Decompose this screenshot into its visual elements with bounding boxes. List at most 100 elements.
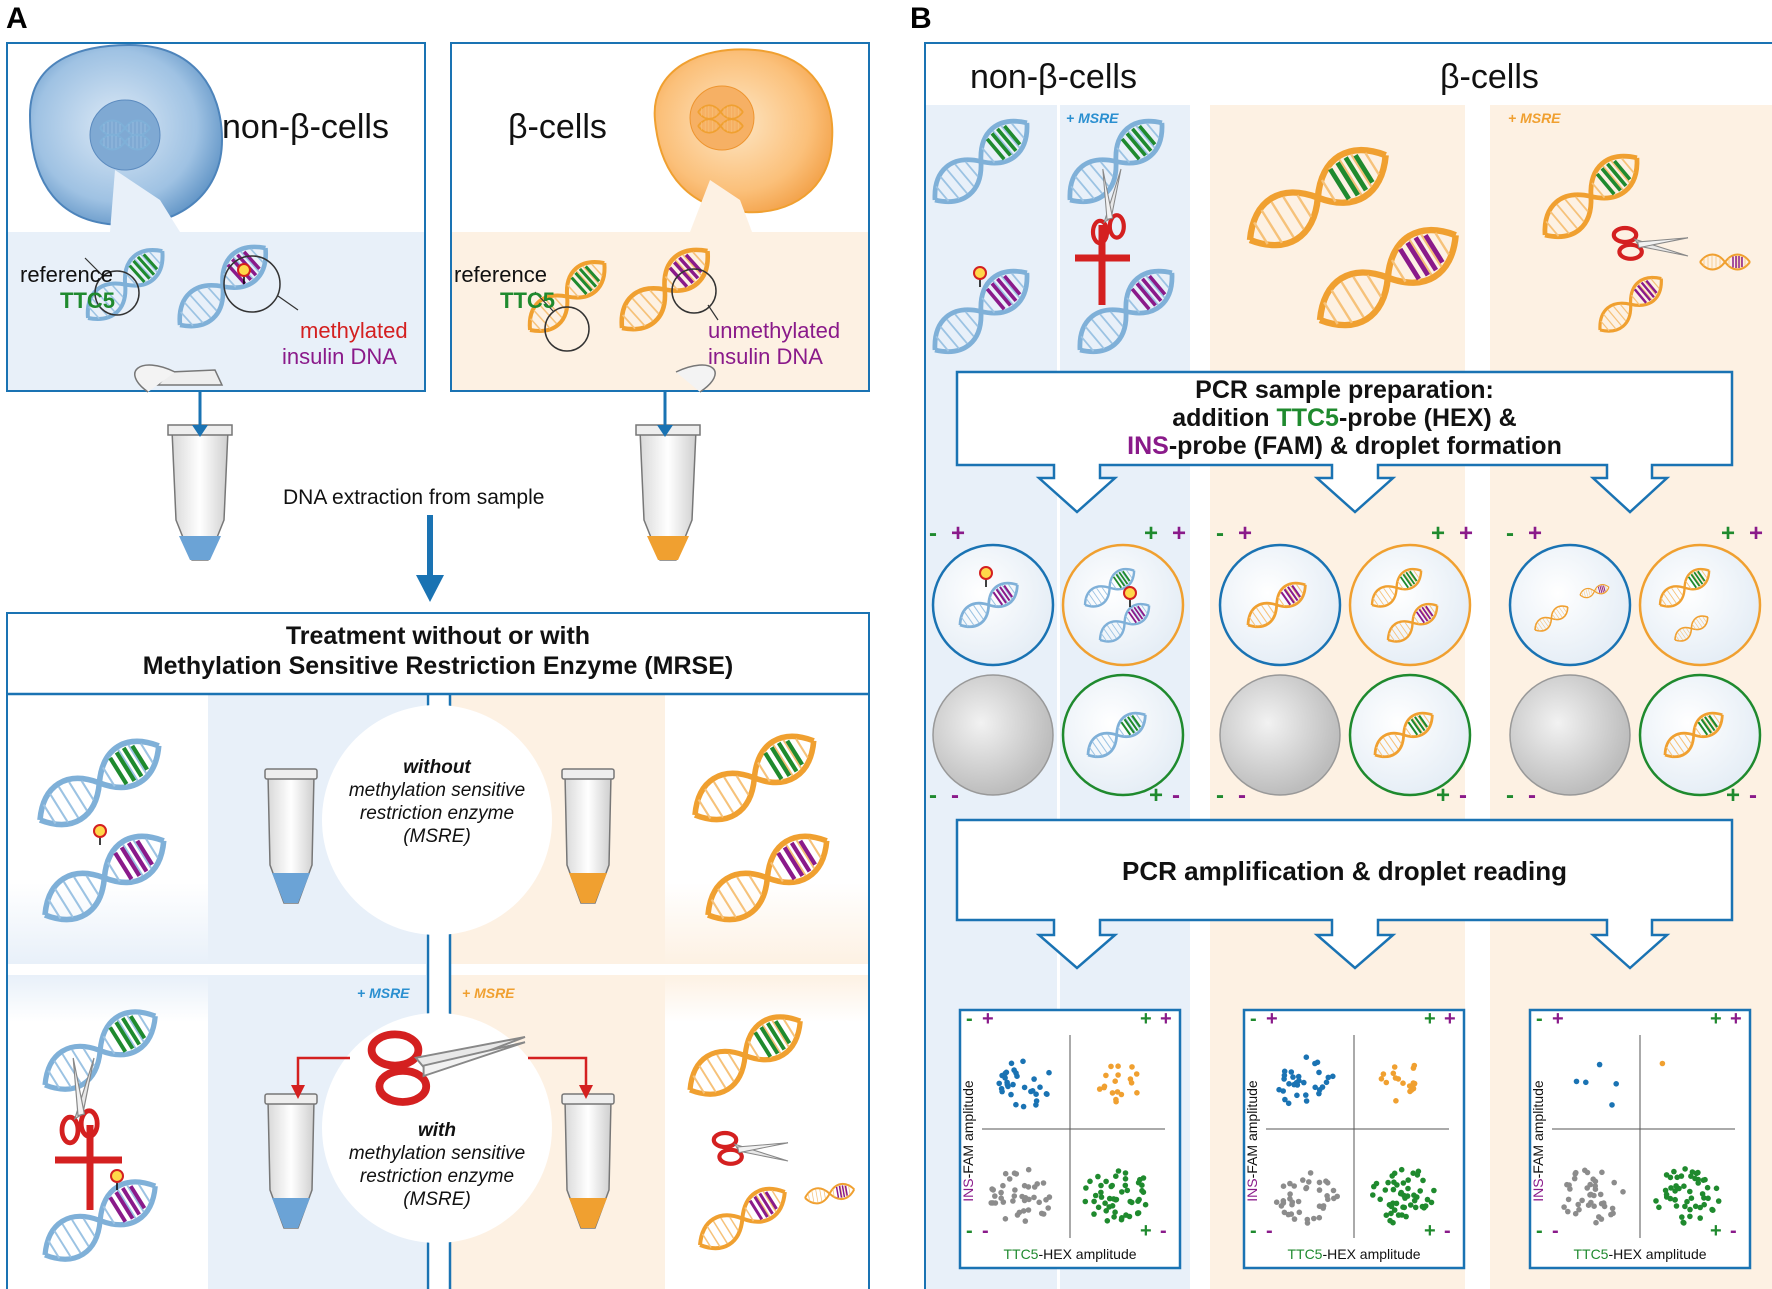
scatter-point	[1431, 1187, 1437, 1194]
scatter-point	[1112, 1078, 1118, 1084]
sign-tl-minus-2: -	[1506, 520, 1514, 547]
scatter-point	[1306, 1179, 1312, 1185]
scatter-point	[1407, 1088, 1413, 1095]
scatter-point	[1390, 1070, 1397, 1077]
scatter-point	[1303, 1184, 1310, 1191]
scatter-point	[1656, 1204, 1662, 1211]
scatter-point	[1025, 1166, 1032, 1173]
scatter-point	[1428, 1199, 1435, 1206]
b-nonbeta-dna	[923, 109, 1038, 364]
scatter-xlabel-ttc5: TTC5	[1287, 1246, 1323, 1262]
scatter-point	[1393, 1200, 1400, 1207]
scatter-point	[1668, 1185, 1674, 1191]
scatter-point	[1312, 1084, 1318, 1091]
scatter-point	[1028, 1088, 1034, 1095]
scatter-point	[1710, 1207, 1716, 1213]
scatter-point	[1037, 1084, 1043, 1090]
scatter-sign-2-tr2: +	[1730, 1008, 1742, 1030]
scatter-point	[1010, 1081, 1016, 1088]
scatter-ylabel-1: INS-FAM amplitude	[1244, 1051, 1260, 1231]
scatter-xlabel-ttc5: TTC5	[1003, 1246, 1039, 1262]
scatter-point	[1040, 1180, 1047, 1186]
scatter-point	[1036, 1199, 1042, 1206]
scatter-point	[1403, 1213, 1409, 1220]
a-non-beta-label: non-β-cells	[222, 108, 389, 146]
scatter-point	[1316, 1179, 1323, 1186]
scatter-point	[1286, 1081, 1292, 1087]
beta-dna-ref	[517, 249, 617, 352]
with-bold: with	[418, 1120, 456, 1141]
scatter-point	[1095, 1204, 1102, 1211]
scatter-point	[1040, 1211, 1047, 1217]
scatter-point	[1115, 1063, 1121, 1069]
scatter-point	[1674, 1174, 1680, 1181]
scatter-point	[1410, 1065, 1417, 1071]
scatter-point	[1370, 1192, 1376, 1198]
scatter-point	[1659, 1060, 1666, 1067]
treat-beta-dna-with	[680, 1005, 857, 1260]
scatter-point	[1008, 1091, 1014, 1098]
scatter-sign-1-tr2: +	[1444, 1008, 1456, 1030]
scatter-point	[1101, 1083, 1108, 1090]
tube-beta-with	[561, 1093, 615, 1229]
scatter-point	[1122, 1182, 1129, 1189]
sign-tr-plus-1: +	[1431, 520, 1446, 547]
scatter-sign-2-tl1: -	[1536, 1008, 1543, 1030]
treatment-title-1: Treatment without or with	[285, 622, 591, 650]
scatter-point	[1613, 1081, 1619, 1087]
scatter-point	[1682, 1166, 1688, 1172]
a-msre-orange-tag: + MSRE	[462, 985, 515, 1001]
scatter-point	[1597, 1191, 1604, 1198]
scatter-point	[1682, 1203, 1688, 1210]
scatter-point	[1596, 1061, 1603, 1068]
scatter-point	[1688, 1173, 1694, 1179]
scatter-point	[1412, 1204, 1419, 1211]
scatter-point	[1013, 1101, 1019, 1108]
scatter-point	[1109, 1090, 1116, 1096]
scatter-sign-0-br1: +	[1140, 1220, 1152, 1242]
scatter-point	[1289, 1201, 1295, 1208]
scatter-sign-1-tr1: +	[1424, 1008, 1436, 1030]
scatter-point	[1287, 1191, 1293, 1197]
scatter-point	[1688, 1195, 1695, 1201]
scatter-point	[1108, 1063, 1114, 1070]
scatter-point	[1715, 1198, 1722, 1204]
a-msre-blue-tag: + MSRE	[357, 985, 410, 1001]
scatter-point	[1667, 1174, 1674, 1181]
pcr-prep-line3: INS-probe (FAM) & droplet formation	[957, 432, 1732, 461]
sign-tl-plus-0: +	[951, 520, 966, 547]
scatter-point	[1294, 1092, 1300, 1099]
scatter-point	[1119, 1215, 1125, 1221]
scatter-point	[1139, 1187, 1145, 1194]
scatter-point	[1390, 1186, 1397, 1193]
scatter-point	[992, 1193, 998, 1199]
scatter-sign-2-br2: -	[1730, 1220, 1737, 1242]
scatter-point	[1681, 1183, 1687, 1189]
scatter-point	[1119, 1189, 1125, 1195]
scatter-point	[1129, 1199, 1135, 1206]
scatter-point	[1316, 1069, 1322, 1076]
scatter-point	[1401, 1192, 1407, 1199]
scatter-point	[1611, 1179, 1617, 1186]
non-beta-dna-insulin	[168, 235, 299, 338]
scatter-point	[1044, 1091, 1050, 1097]
scatter-xlabel-rest: -HEX amplitude	[1322, 1246, 1421, 1262]
beta-cell	[653, 48, 834, 232]
scatter-point	[1406, 1083, 1413, 1089]
scatter-point	[1407, 1202, 1414, 1208]
pcr-prep-line3-b: -probe (FAM) & droplet formation	[1168, 432, 1562, 460]
pcr-prep-line2-a: addition	[1172, 404, 1277, 432]
scatter-point	[1109, 1203, 1116, 1209]
scatter-point	[1653, 1198, 1659, 1204]
scatter-point	[1109, 1182, 1115, 1189]
scatter-point	[1303, 1054, 1310, 1060]
scatter-point	[1378, 1076, 1385, 1082]
scatter-point	[1011, 1193, 1018, 1199]
sign-bl-minus-2: -	[1506, 782, 1514, 809]
scatter-point	[1414, 1172, 1421, 1178]
scatter-point	[1115, 1072, 1121, 1078]
scatter-point	[1681, 1220, 1687, 1226]
scatter-point	[1330, 1187, 1337, 1194]
b-msre-blue-tag: + MSRE	[1066, 110, 1119, 126]
scatter-point	[1330, 1073, 1336, 1080]
